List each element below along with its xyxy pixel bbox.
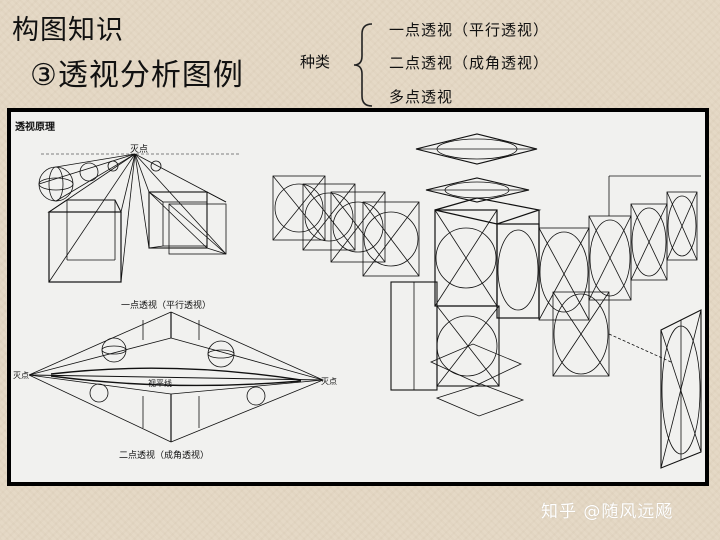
vanishing-point-label: 灭点 — [130, 145, 149, 155]
two-point-diagram — [28, 311, 324, 443]
left-vp-label: 灭点 — [13, 371, 29, 380]
brace-icon — [353, 23, 373, 107]
one-point-diagram — [38, 153, 241, 283]
right-vp-label: 灭点 — [321, 377, 337, 386]
multi-point-diagram — [272, 133, 702, 469]
horizon-label: 视平线 — [148, 379, 172, 388]
perspective-drawings — [28, 133, 702, 469]
title-main: 构图知识 — [12, 15, 124, 46]
watermark: 知乎 @随风远飏 — [541, 502, 674, 522]
type-multi-point: 多点透视 — [389, 88, 454, 106]
panel-heading: 透视原理 — [15, 122, 55, 133]
two-point-caption: 二点透视（成角透视） — [119, 451, 210, 461]
type-two-point: 二点透视（成角透视） — [389, 54, 550, 72]
types-label: 种类 — [300, 53, 331, 71]
type-one-point: 一点透视（平行透视） — [389, 21, 550, 39]
illustration-panel: 透视原理 灭点 一点透视（平行透视） 视平线 灭点 灭点 二点透视（成角透视） — [7, 108, 709, 486]
title-sub: ③透视分析图例 — [30, 58, 244, 93]
one-point-caption: 一点透视（平行透视） — [121, 301, 212, 311]
illustration-sheet: 透视原理 灭点 一点透视（平行透视） 视平线 灭点 灭点 二点透视（成角透视） — [11, 112, 705, 482]
